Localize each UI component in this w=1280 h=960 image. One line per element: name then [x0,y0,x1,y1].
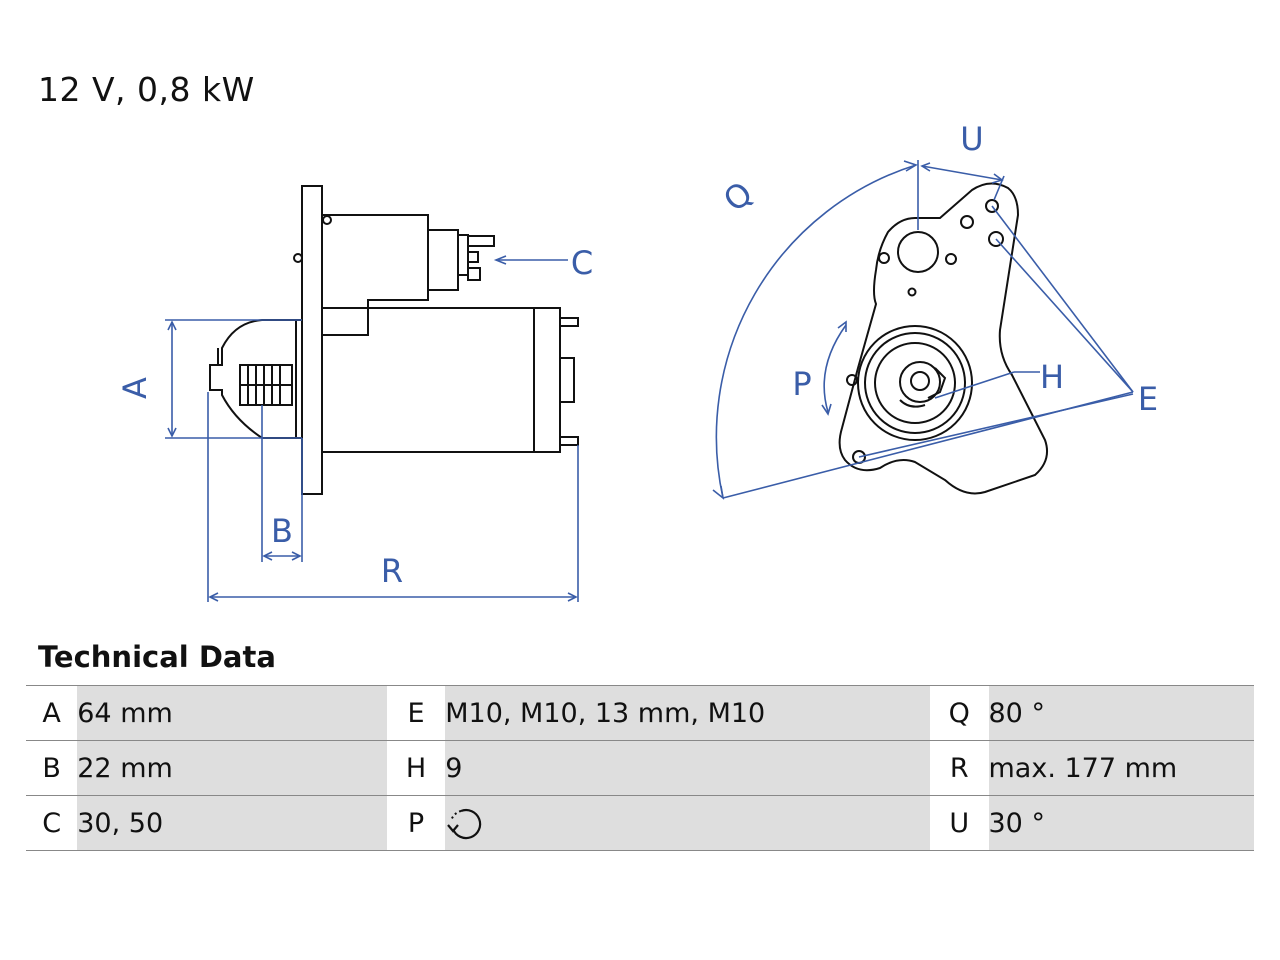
spec-key: P [386,795,446,851]
label-b: B [271,512,293,550]
spec-value: 80 ° [988,685,1254,741]
spec-key: A [26,685,78,741]
starter-motor-drawing: A B C R [116,120,1158,602]
technical-data-title: Technical Data [38,640,276,674]
label-a: A [116,377,154,399]
spec-value: M10, M10, 13 mm, M10 [445,685,931,741]
rotation-direction-icon [447,808,482,840]
spec-key: C [26,795,78,851]
spec-key: B [26,740,78,796]
spec-value: 9 [445,740,931,796]
label-u: U [960,120,983,158]
side-view [209,185,579,495]
technical-data-table: A 64 mm E M10, M10, 13 mm, M10 Q 80 ° B … [26,685,1254,851]
label-q: Q [716,174,760,219]
front-view-dimensions [712,160,1134,500]
label-c: C [571,244,593,282]
spec-value [445,795,931,851]
label-p: P [792,365,811,403]
label-h: H [1040,358,1064,396]
spec-key: E [386,685,446,741]
label-r: R [381,552,403,590]
spec-value: max. 177 mm [988,740,1254,796]
table-row: A 64 mm E M10, M10, 13 mm, M10 Q 80 ° [26,685,1254,741]
spec-key: H [386,740,446,796]
table-row: B 22 mm H 9 R max. 177 mm [26,740,1254,796]
spec-key: R [930,740,989,796]
spec-key: U [930,795,989,851]
side-view-dimensions [165,255,579,602]
spec-value: 30 ° [988,795,1254,851]
front-view [838,182,1048,495]
table-row: C 30, 50 P U 30 ° [26,795,1254,851]
front-view-labels: Q U P H E [716,120,1158,418]
product-title: 12 V, 0,8 kW [38,70,255,109]
label-e: E [1138,380,1158,418]
spec-key: Q [930,685,989,741]
spec-value: 30, 50 [77,795,387,851]
side-view-labels: A B C R [116,244,593,590]
spec-value: 64 mm [77,685,387,741]
spec-value: 22 mm [77,740,387,796]
